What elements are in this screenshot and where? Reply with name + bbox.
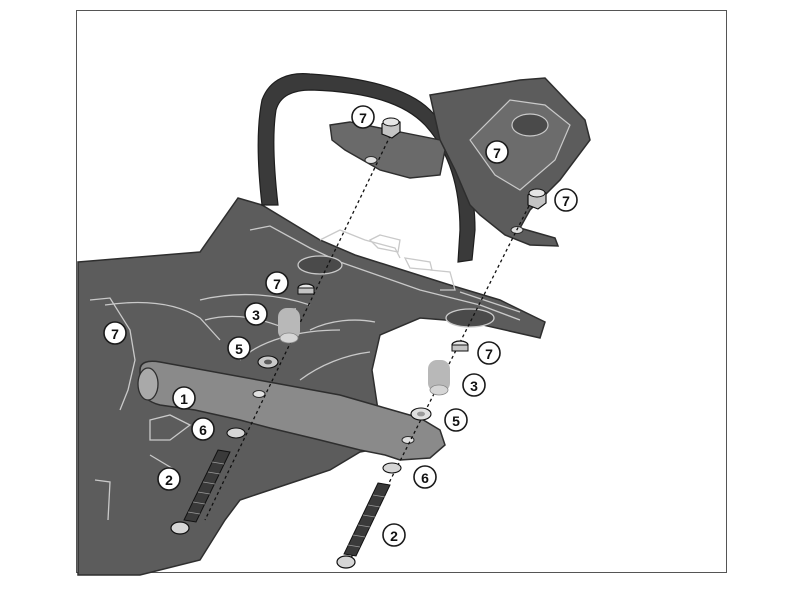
panel-hole-right [445,308,495,328]
callout-7: 7 [554,188,578,212]
support-bar-hole-left [252,390,266,398]
grab-handle [257,73,476,263]
washer-hole [417,411,425,417]
svg-text:7: 7 [273,276,281,292]
svg-text:6: 6 [421,470,429,486]
panel-hole-left [297,255,343,275]
bracket-hub [511,113,549,137]
plate-hole [364,156,378,164]
callout-7: 7 [477,341,501,365]
spacer-tube [428,360,450,396]
bolt [170,449,231,535]
svg-text:7: 7 [493,145,501,161]
washer-hole [264,359,272,365]
lock-washer [226,427,246,439]
callout-3: 3 [244,302,268,326]
lock-nut [381,117,401,139]
callout-6: 6 [413,465,437,489]
callout-7: 7 [351,105,375,129]
svg-text:5: 5 [452,413,460,429]
callout-1: 1 [172,386,196,410]
svg-text:3: 3 [470,378,478,394]
lock-washer [382,462,402,474]
svg-text:2: 2 [390,528,398,544]
callout-7: 7 [103,321,127,345]
svg-text:7: 7 [111,326,119,342]
svg-text:3: 3 [252,307,260,323]
callout-6: 6 [191,417,215,441]
lock-nut [297,283,315,295]
callout-2: 2 [382,523,406,547]
svg-text:7: 7 [485,346,493,362]
svg-text:2: 2 [165,472,173,488]
callout-2: 2 [157,467,181,491]
lock-nut [527,188,547,210]
spacer-tube [278,308,300,344]
callout-3: 3 [462,373,486,397]
support-bar-end [137,367,159,401]
callout-7: 7 [485,140,509,164]
callout-5: 5 [227,336,251,360]
svg-text:5: 5 [235,341,243,357]
callout-5: 5 [444,408,468,432]
svg-text:6: 6 [199,422,207,438]
callout-7: 7 [265,271,289,295]
svg-text:1: 1 [180,391,188,407]
bolt [336,482,391,569]
svg-text:7: 7 [359,110,367,126]
lock-nut [451,340,469,352]
svg-text:7: 7 [562,193,570,209]
